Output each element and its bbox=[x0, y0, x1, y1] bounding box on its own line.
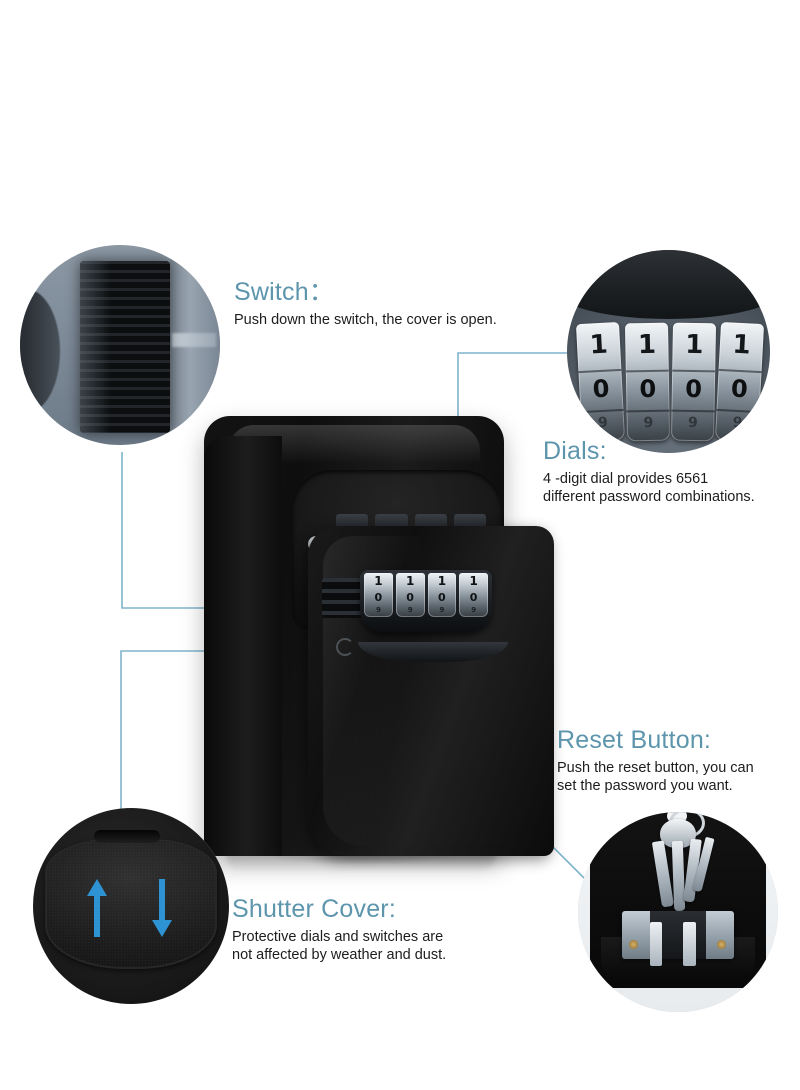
inset-dial-seam bbox=[625, 369, 669, 373]
inset-dial: 1 0 9 bbox=[670, 322, 717, 442]
inset-switch-closeup bbox=[20, 245, 220, 445]
inset-dial: 1 0 9 bbox=[624, 322, 671, 442]
mount-hole bbox=[720, 812, 740, 825]
inset-dial-seam bbox=[626, 409, 670, 413]
dial-digit-mid: 0 bbox=[374, 591, 383, 605]
inset-dial-digit-mid: 0 bbox=[592, 374, 611, 404]
callout-reset: Reset Button: Push the reset button, you… bbox=[557, 726, 754, 796]
inset-dial-digit-top: 1 bbox=[732, 329, 752, 361]
dials-hood bbox=[567, 250, 770, 320]
inset-dial-digit-bottom: 9 bbox=[642, 414, 654, 431]
key-blade bbox=[671, 840, 685, 911]
key-blade bbox=[651, 840, 675, 908]
switch-scene bbox=[20, 245, 220, 445]
shutter-scene bbox=[33, 808, 229, 1004]
product-switch-grooves bbox=[322, 578, 362, 618]
callout-dials: Dials: 4 -digit dial provides 6561 diffe… bbox=[543, 437, 755, 507]
inset-dial-digit-mid: 0 bbox=[730, 374, 749, 404]
callout-shutter-body: Protective dials and switches are not af… bbox=[232, 928, 447, 964]
inset-dial-seam bbox=[671, 409, 715, 413]
product-dial: 1 0 9 bbox=[395, 573, 425, 617]
product-dial: 1 0 9 bbox=[427, 573, 457, 617]
inset-shutter-closeup bbox=[33, 808, 229, 1004]
inset-dial-digit-mid: 0 bbox=[685, 374, 703, 404]
dial-digit-bottom: 9 bbox=[375, 606, 381, 615]
screw-icon bbox=[628, 940, 638, 950]
inset-dial: 1 0 9 bbox=[576, 322, 626, 442]
dial-digit-bottom: 9 bbox=[407, 606, 413, 615]
product-shutter-lip bbox=[358, 642, 508, 662]
inset-dial-digit-bottom: 9 bbox=[687, 414, 699, 431]
switch-gloss bbox=[80, 261, 111, 433]
callout-reset-title: Reset Button: bbox=[557, 726, 712, 754]
callout-switch-body: Push down the switch, the cover is open. bbox=[234, 311, 497, 328]
inset-reset-closeup bbox=[578, 812, 778, 1012]
product-dial: 1 0 9 bbox=[459, 573, 488, 617]
dial-digit-mid: 0 bbox=[438, 591, 446, 605]
inset-dial-seam bbox=[580, 409, 625, 414]
dial-digit-bottom: 9 bbox=[439, 606, 445, 615]
product-logo-mark bbox=[336, 638, 354, 656]
dial-digit-top: 1 bbox=[469, 573, 478, 588]
switch-knob bbox=[80, 261, 170, 433]
product-dial-housing: 1 0 9 1 0 9 1 0 9 1 bbox=[360, 570, 492, 632]
callout-reset-body: Push the reset button, you can set the p… bbox=[557, 759, 754, 795]
product-dial-set: 1 0 9 1 0 9 1 0 9 1 bbox=[364, 573, 488, 617]
reset-scene bbox=[578, 812, 778, 1012]
dial-digit-bottom: 9 bbox=[471, 606, 477, 615]
screw-icon bbox=[716, 940, 726, 950]
callout-dials-title: Dials: bbox=[543, 437, 607, 465]
product-shutter-cover: 1 0 9 1 0 9 1 0 9 1 bbox=[308, 526, 554, 856]
dial-digit-top: 1 bbox=[405, 573, 415, 588]
dials-scene: 1 0 9 1 0 9 1 0 9 bbox=[567, 250, 770, 453]
inset-dial-digit-top: 1 bbox=[589, 329, 609, 361]
reset-lever bbox=[649, 921, 663, 966]
inset-dial-digit-mid: 0 bbox=[638, 374, 657, 404]
switch-seam bbox=[172, 333, 216, 347]
shutter-plate bbox=[44, 839, 218, 970]
reset-lever bbox=[683, 921, 696, 966]
callout-shutter-title: Shutter Cover: bbox=[232, 895, 396, 923]
box-interior bbox=[590, 812, 766, 988]
arrow-down-icon bbox=[151, 878, 172, 937]
product-reflection bbox=[226, 850, 496, 872]
callout-switch-title: Switch： bbox=[234, 278, 335, 306]
shutter-notch bbox=[93, 829, 161, 844]
switch-ribs bbox=[80, 261, 170, 433]
dial-digit-mid: 0 bbox=[469, 591, 478, 605]
dial-digit-mid: 0 bbox=[406, 591, 414, 605]
inset-dial-seam bbox=[718, 369, 763, 374]
product-image-key-lock-box: 1 0 9 1 0 9 1 0 9 1 bbox=[196, 410, 576, 880]
mount-hole bbox=[614, 812, 634, 825]
callout-dials-body: 4 -digit dial provides 6561 different pa… bbox=[543, 470, 755, 506]
inset-dials-closeup: 1 0 9 1 0 9 1 0 9 bbox=[567, 250, 770, 453]
inset-dial-digit-top: 1 bbox=[637, 329, 656, 361]
product-dial: 1 0 9 bbox=[364, 573, 393, 617]
arrow-up-icon bbox=[86, 878, 107, 937]
switch-dark-edge bbox=[20, 289, 60, 413]
inset-dial-seam bbox=[672, 369, 716, 373]
callout-switch: Switch： Push down the switch, the cover … bbox=[234, 278, 497, 329]
dial-digit-top: 1 bbox=[437, 573, 447, 588]
inset-dial-digit-bottom: 9 bbox=[732, 414, 744, 432]
inset-dial-seam bbox=[716, 409, 761, 414]
inset-dial-seam bbox=[578, 369, 623, 374]
inset-dial: 1 0 9 bbox=[715, 322, 765, 442]
callout-shutter: Shutter Cover: Protective dials and swit… bbox=[232, 895, 447, 965]
dial-digit-top: 1 bbox=[374, 573, 383, 588]
inset-dial-digit-bottom: 9 bbox=[597, 414, 609, 432]
inset-dial-digit-top: 1 bbox=[685, 329, 704, 361]
dials-row: 1 0 9 1 0 9 1 0 9 bbox=[576, 322, 765, 442]
product-left-side bbox=[204, 436, 282, 856]
